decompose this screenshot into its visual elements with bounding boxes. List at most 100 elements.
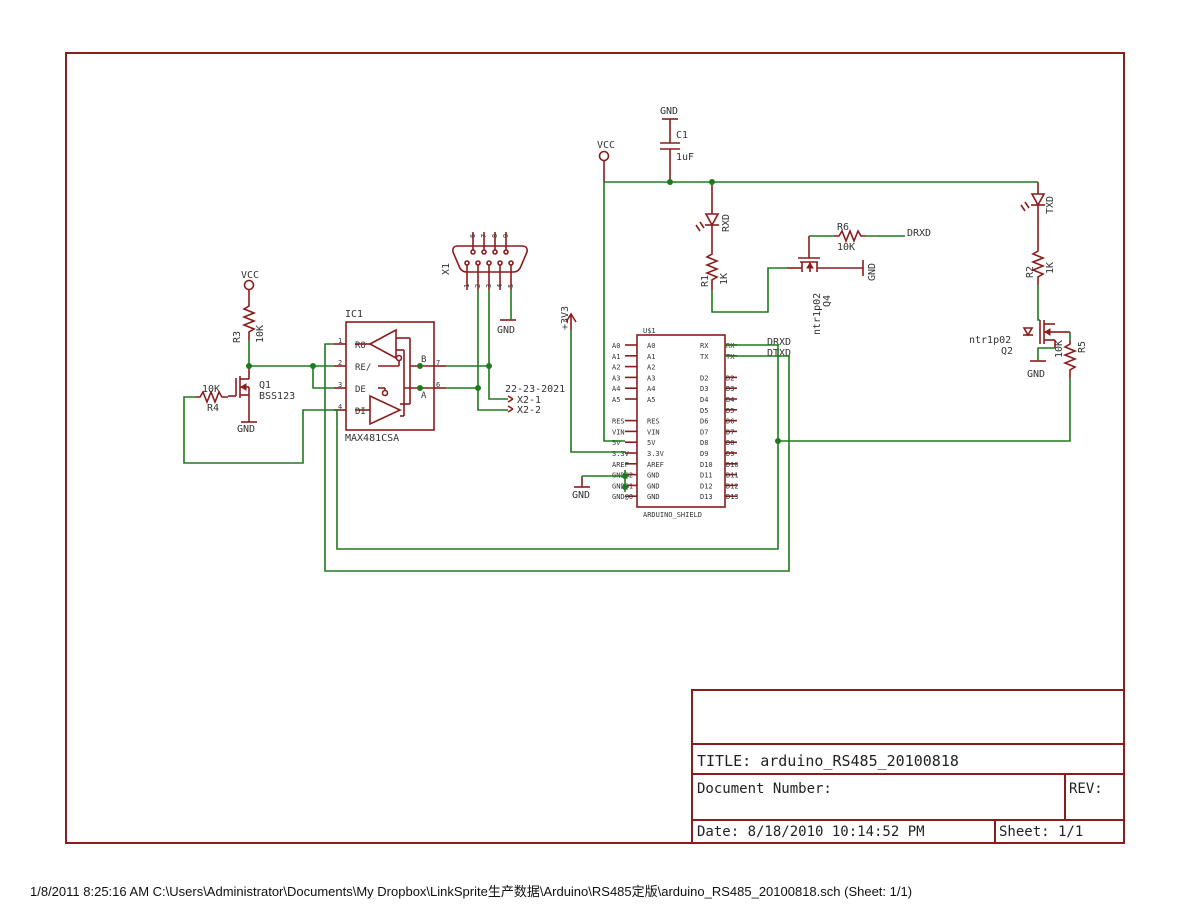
svg-text:+3V3: +3V3 — [560, 306, 571, 330]
net-label-drxd: DRXD — [767, 337, 791, 348]
rev-label: REV: — [1069, 781, 1103, 797]
resistor-r1: R1 1K — [700, 250, 730, 290]
sheet-text: Sheet: 1/1 — [999, 824, 1083, 840]
ic1-name: IC1 — [345, 309, 363, 320]
svg-text:4: 4 — [338, 403, 342, 411]
u1-inner-label-left: A5 — [647, 396, 655, 404]
u1-inner-label-right: RX — [700, 342, 709, 350]
u1-pin-label-right: D6 — [726, 418, 734, 426]
svg-text:2: 2 — [474, 284, 482, 288]
svg-text:10K: 10K — [255, 325, 266, 343]
u1-pin-label-left: A0 — [612, 342, 620, 350]
q2-gnd-label: GND — [1027, 369, 1045, 380]
svg-text:RXD: RXD — [721, 214, 732, 232]
u1-inner-label-left: A2 — [647, 364, 655, 372]
svg-text:Q1: Q1 — [259, 380, 271, 391]
u1-pin-label-left: 3.3V — [612, 450, 630, 458]
u1-inner-label-left: 5V — [647, 439, 656, 447]
u1-inner-label-right: D13 — [700, 493, 713, 501]
svg-text:3: 3 — [338, 381, 342, 389]
svg-text:Q2: Q2 — [1001, 346, 1013, 357]
mosfet-q4: GND ntr1p02 Q4 — [787, 236, 878, 335]
svg-text:DE: DE — [355, 385, 366, 395]
svg-text:1: 1 — [463, 284, 471, 288]
u1-inner-label-right: D7 — [700, 428, 708, 436]
svg-text:ARDUINO_SHIELD: ARDUINO_SHIELD — [643, 511, 702, 519]
svg-text:8: 8 — [491, 234, 499, 238]
svg-text:B: B — [421, 355, 426, 365]
u1-pin-label-left: A2 — [612, 364, 620, 372]
title-text: TITLE: arduino_RS485_20100818 — [697, 752, 959, 770]
u1-inner-label-left: A4 — [647, 385, 655, 393]
u1-inner-label-right: D6 — [700, 418, 708, 426]
u1-pin-label-left: A1 — [612, 353, 620, 361]
svg-text:10K: 10K — [837, 242, 855, 253]
u1-inner-label-right: D4 — [700, 396, 708, 404]
svg-text:DI: DI — [355, 407, 366, 417]
u1-pin-label-right: D11 — [726, 472, 739, 480]
svg-text:1uF: 1uF — [676, 152, 694, 163]
u1-inner-label-left: GND — [647, 493, 660, 501]
svg-text:5: 5 — [507, 284, 515, 288]
resistor-r5: 10K R5 — [1054, 340, 1088, 378]
svg-text:TXD: TXD — [1045, 196, 1056, 214]
u1-inner-label-right: D3 — [700, 385, 708, 393]
ic1-value: MAX481CSA — [345, 433, 399, 444]
led-rxd: RXD — [695, 182, 732, 250]
r6-net-label: DRXD — [907, 228, 931, 239]
net-label-dtxd: DTXD — [767, 348, 791, 359]
print-footer: 1/8/2011 8:25:16 AM C:\Users\Administrat… — [30, 884, 913, 899]
svg-text:A: A — [421, 391, 427, 401]
c1-gnd-label: GND — [660, 106, 678, 117]
u1-pin-label-right: D7 — [726, 428, 734, 436]
resistor-r4: 10K R4 — [195, 384, 228, 414]
u1-pin-label-right: D9 — [726, 450, 734, 458]
u1-inner-label-right: D9 — [700, 450, 708, 458]
supply-3v3: +3V3 — [560, 306, 577, 330]
u1-pin-label-left: RES — [612, 418, 625, 426]
x1-gnd-label: GND — [497, 325, 515, 336]
u1-pin-label-left: A5 — [612, 396, 620, 404]
resistor-r2: R2 1K — [1025, 248, 1056, 285]
svg-text:R4: R4 — [207, 403, 219, 414]
u1-inner-label-right: D8 — [700, 439, 708, 447]
svg-text:6: 6 — [469, 234, 477, 238]
junction-dots — [246, 179, 781, 490]
led-txd: TXD — [1020, 182, 1056, 248]
connector-x2: 22-23-2021 X2-1 X2-2 — [505, 384, 565, 416]
wires — [183, 181, 1071, 572]
svg-text:R6: R6 — [837, 222, 849, 233]
svg-text:7: 7 — [436, 359, 440, 367]
u1-pin-label-right: D12 — [726, 482, 739, 490]
svg-text:C1: C1 — [676, 130, 688, 141]
u1-pin-label-left: 5V — [612, 439, 621, 447]
svg-text:X1: X1 — [441, 263, 452, 275]
u1-pin-label-left: A4 — [612, 385, 620, 393]
mosfet-q1: Q1 BSS123 GND — [228, 366, 295, 435]
svg-text:X2-2: X2-2 — [517, 405, 541, 416]
u1-inner-label-left: RES — [647, 418, 660, 426]
gnd-u1: GND — [572, 476, 590, 501]
svg-text:7: 7 — [480, 234, 488, 238]
svg-text:VCC: VCC — [597, 140, 615, 151]
capacitor-c1: GND C1 1uF — [660, 106, 694, 182]
document-number-label: Document Number: — [697, 781, 832, 797]
svg-text:1K: 1K — [719, 273, 730, 285]
u1-inner-label-left: 3.3V — [647, 450, 665, 458]
svg-text:10K: 10K — [1054, 340, 1065, 358]
svg-text:ntr1p02: ntr1p02 — [812, 293, 823, 335]
svg-text:4: 4 — [496, 284, 504, 288]
svg-text:VCC: VCC — [241, 270, 259, 281]
date-text: Date: 8/18/2010 10:14:52 PM — [697, 824, 925, 840]
u1-inner-label-left: A3 — [647, 374, 655, 382]
svg-text:1: 1 — [338, 337, 342, 345]
svg-text:9: 9 — [502, 234, 510, 238]
svg-text:R1: R1 — [700, 275, 711, 287]
u1-pin-label-left: GND@0 — [612, 493, 633, 501]
u1-inner-label-right: D12 — [700, 482, 713, 490]
u1-inner-label-right: D10 — [700, 461, 713, 469]
vcc-right-symbol: VCC — [597, 140, 615, 182]
u1-pin-label-right: D4 — [726, 396, 734, 404]
svg-text:R3: R3 — [232, 331, 243, 343]
